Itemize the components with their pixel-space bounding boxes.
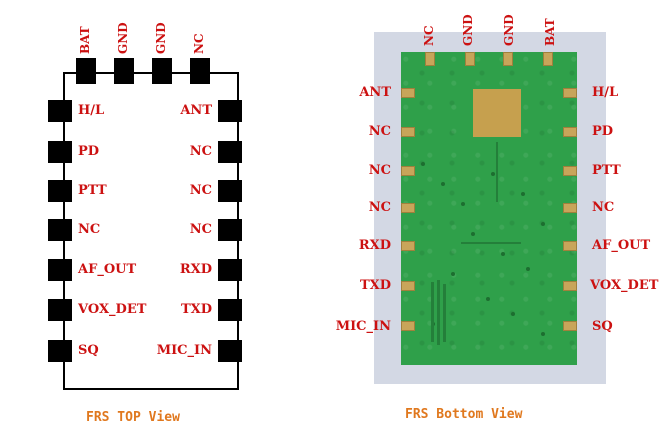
bottom-top-pin-label: NC: [422, 25, 436, 46]
top-pin-label: GND: [154, 22, 168, 54]
right-pin-label: RXD: [179, 262, 212, 277]
right-pad: [218, 340, 242, 362]
left-pad: [48, 299, 72, 321]
top-pad-2: [114, 58, 134, 84]
via: [501, 252, 505, 256]
board-top-pad: [543, 52, 553, 66]
via: [441, 182, 445, 186]
top-pad-3: [152, 58, 172, 84]
right-pin-label: NC: [189, 183, 212, 198]
left-pad: [48, 340, 72, 362]
top-pad-1: [76, 58, 96, 84]
via: [511, 312, 515, 316]
bottom-right-pin-label: PTT: [592, 163, 621, 178]
right-pad: [218, 219, 242, 241]
trace: [437, 280, 440, 345]
bottom-left-pin-label: RXD: [358, 238, 391, 253]
left-pad: [48, 180, 72, 202]
left-pin-label: H/L: [78, 103, 105, 118]
pcb-board: [401, 52, 577, 365]
board-left-pad: [401, 203, 415, 213]
via: [486, 297, 490, 301]
bottom-right-pin-label: AF_OUT: [592, 238, 651, 253]
left-pad: [48, 259, 72, 281]
bottom-right-pin-label: H/L: [592, 85, 619, 100]
left-pin-label: PTT: [78, 183, 107, 198]
via: [491, 172, 495, 176]
left-pad: [48, 141, 72, 163]
bottom-top-pin-label: GND: [461, 14, 475, 46]
top-pin-label: BAT: [78, 26, 92, 54]
bottom-left-pin-label: MIC_IN: [335, 319, 391, 334]
board-right-pad: [563, 166, 577, 176]
via: [541, 222, 545, 226]
board-left-pad: [401, 281, 415, 291]
module-outline: [63, 72, 239, 390]
via: [461, 202, 465, 206]
left-pin-label: SQ: [78, 343, 99, 358]
left-pad: [48, 219, 72, 241]
trace: [496, 142, 498, 202]
trace: [443, 284, 446, 342]
bottom-view-caption: FRS Bottom View: [405, 407, 523, 422]
via: [521, 192, 525, 196]
board-right-pad: [563, 281, 577, 291]
via: [471, 232, 475, 236]
board-top-pad: [503, 52, 513, 66]
via: [421, 162, 425, 166]
left-pin-label: AF_OUT: [78, 262, 137, 277]
bottom-left-pin-label: TXD: [359, 278, 391, 293]
top-pin-label: NC: [192, 33, 206, 54]
board-right-pad: [563, 203, 577, 213]
bottom-left-pin-label: ANT: [359, 85, 391, 100]
board-left-pad: [401, 127, 415, 137]
bottom-left-pin-label: NC: [368, 163, 391, 178]
top-view-caption: FRS TOP View: [86, 410, 180, 425]
left-pin-label: PD: [78, 144, 100, 159]
top-pad-4: [190, 58, 210, 84]
bottom-left-pin-label: NC: [368, 200, 391, 215]
right-pin-label: NC: [189, 222, 212, 237]
left-pin-label: VOX_DET: [78, 302, 147, 317]
via: [526, 267, 530, 271]
via: [541, 332, 545, 336]
via: [451, 272, 455, 276]
left-pin-label: NC: [78, 222, 101, 237]
board-left-pad: [401, 321, 415, 331]
bottom-right-pin-label: NC: [592, 200, 615, 215]
bottom-right-pin-label: VOX_DET: [590, 278, 659, 293]
bottom-right-pin-label: SQ: [592, 319, 613, 334]
board-right-pad: [563, 127, 577, 137]
trace: [431, 282, 434, 342]
bottom-top-pin-label: BAT: [543, 18, 557, 46]
bottom-left-pin-label: NC: [368, 124, 391, 139]
shield-can: [473, 89, 521, 137]
board-top-pad: [465, 52, 475, 66]
bottom-right-pin-label: PD: [592, 124, 614, 139]
board-right-pad: [563, 241, 577, 251]
right-pin-label: TXD: [180, 302, 212, 317]
right-pad: [218, 180, 242, 202]
top-pin-label: GND: [116, 22, 130, 54]
trace: [461, 242, 521, 244]
board-left-pad: [401, 166, 415, 176]
board-left-pad: [401, 88, 415, 98]
bottom-top-pin-label: GND: [502, 14, 516, 46]
right-pad: [218, 100, 242, 122]
board-right-pad: [563, 88, 577, 98]
right-pin-label: MIC_IN: [156, 343, 212, 358]
board-right-pad: [563, 321, 577, 331]
right-pad: [218, 141, 242, 163]
left-pad: [48, 100, 72, 122]
right-pad: [218, 299, 242, 321]
board-top-pad: [425, 52, 435, 66]
board-left-pad: [401, 241, 415, 251]
right-pin-label: ANT: [180, 103, 212, 118]
right-pin-label: NC: [189, 144, 212, 159]
right-pad: [218, 259, 242, 281]
